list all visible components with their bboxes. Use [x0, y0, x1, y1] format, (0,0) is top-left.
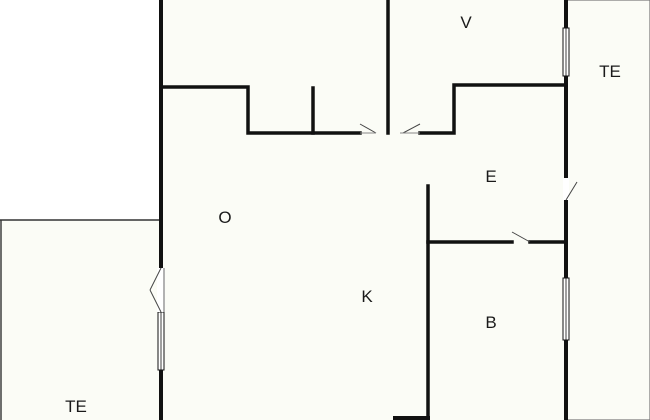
room-label-e: E [485, 167, 496, 186]
door-upper-v [400, 123, 421, 134]
window-right-upper [562, 27, 570, 77]
door-b [511, 231, 531, 243]
window-right-lower [562, 277, 570, 341]
room-label-te-right: TE [599, 62, 621, 81]
door-left-terrace [149, 267, 165, 313]
door-upper-left [359, 123, 377, 134]
window-left-lower [157, 311, 165, 371]
room-label-te-bottom-left: TE [65, 397, 87, 416]
door-right-entrance [563, 178, 578, 201]
wall-upper-left-room [159, 85, 362, 135]
room-label-v: V [460, 13, 472, 32]
terrace-bottom-left [0, 220, 161, 420]
terrace-right [566, 0, 650, 420]
interior-floor [161, 0, 566, 420]
room-label-k: K [361, 287, 373, 306]
room-label-o: O [218, 208, 231, 227]
wall-v-bottom [418, 83, 568, 135]
room-label-b: B [485, 313, 496, 332]
